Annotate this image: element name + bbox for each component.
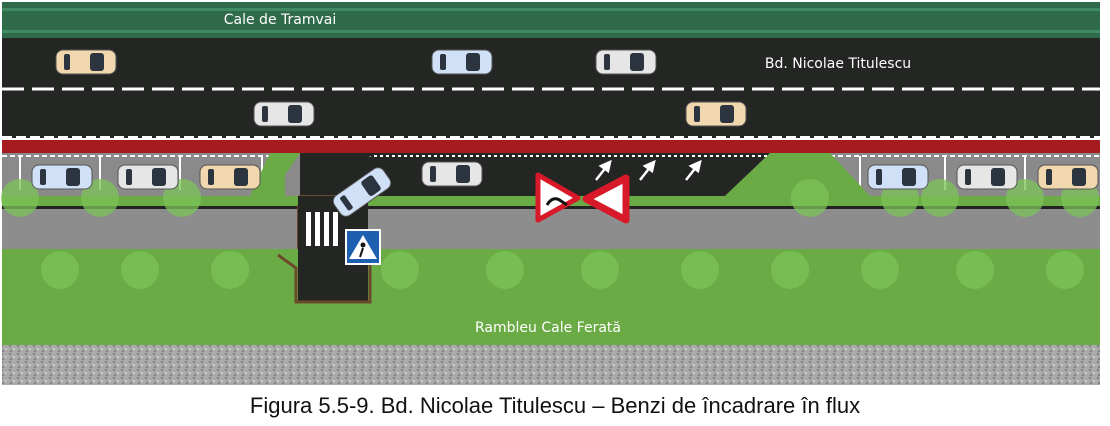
road-diagram: Cale de Tramvai Bd. Nicolae Titulescu Ra…: [1, 2, 1100, 385]
bike-lane: [2, 140, 1100, 153]
car: [55, 49, 117, 75]
merge-lane: [270, 153, 830, 196]
car: [31, 164, 93, 190]
railway-label: Rambleu Cale Ferată: [475, 320, 621, 336]
grass-embankment: [2, 249, 1100, 345]
tree: [681, 251, 719, 289]
yield-sign: [582, 174, 630, 224]
car: [431, 49, 493, 75]
figure-caption: Figura 5.5-9. Bd. Nicolae Titulescu – Be…: [249, 393, 861, 418]
car: [253, 101, 315, 127]
tree: [921, 179, 959, 217]
pedestrian-crossing-sign: [345, 229, 381, 265]
tree: [41, 251, 79, 289]
green-island-left: [250, 153, 300, 196]
tram-track: [2, 2, 1100, 38]
tree: [1046, 251, 1084, 289]
car: [595, 49, 657, 75]
tree: [956, 251, 994, 289]
car: [685, 101, 747, 127]
cars: [31, 49, 1099, 217]
crosswalk: [306, 212, 338, 246]
car: [1037, 164, 1099, 190]
green-island-right: [725, 153, 870, 196]
car: [867, 164, 929, 190]
direction-arrows: [595, 159, 702, 181]
car: [117, 164, 179, 190]
tree: [1, 179, 39, 217]
car: [199, 164, 261, 190]
tree: [861, 251, 899, 289]
boulevard-label: Bd. Nicolae Titulescu: [765, 56, 911, 72]
tree: [581, 251, 619, 289]
car: [332, 167, 392, 217]
tree: [81, 179, 119, 217]
tree: [211, 251, 249, 289]
railway-gravel: [2, 345, 1100, 385]
access-road: [300, 153, 380, 196]
tree: [121, 251, 159, 289]
tree: [791, 179, 829, 217]
trees: [1, 179, 1099, 289]
car: [421, 161, 483, 187]
slippery-road-sign: [535, 172, 581, 223]
tree: [771, 251, 809, 289]
tree: [486, 251, 524, 289]
car: [956, 164, 1018, 190]
tram-label: Cale de Tramvai: [224, 12, 336, 28]
tree: [381, 251, 419, 289]
tree: [1006, 179, 1044, 217]
